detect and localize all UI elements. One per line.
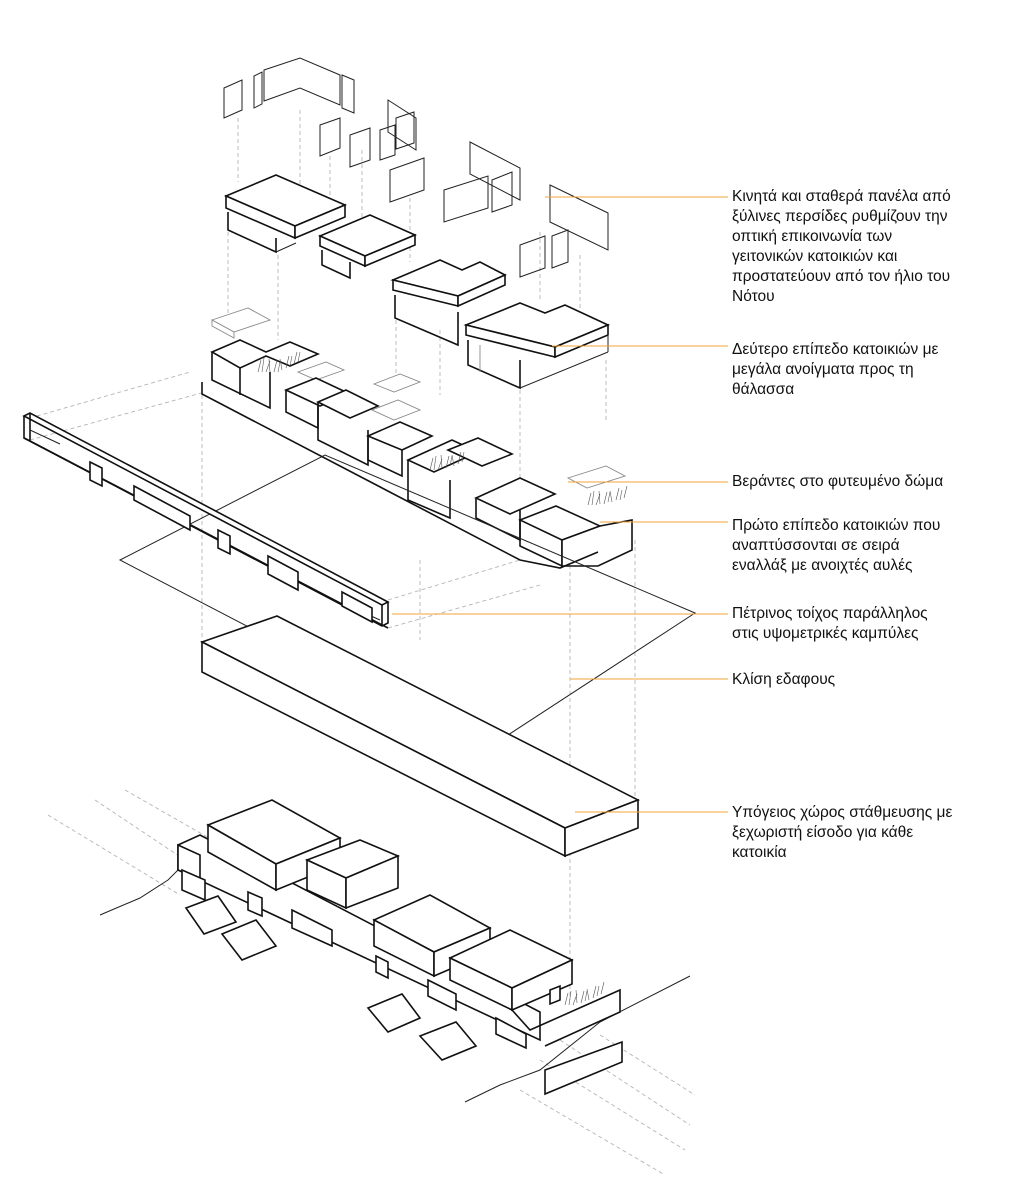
assembled-view [99,799,691,1103]
annotation-stone-wall: Πέτρινος τοίχος παράλληλος στις υψομετρι… [732,605,928,642]
annotation-panels: Κινητά και σταθερά πανέλα από ξύλινες πε… [732,188,951,305]
louvre-panels [223,57,609,278]
roof-veranda-canopies [210,307,627,489]
annotation-first-level: Πρώτο επίπεδο κατοικιών που αναπτύσσοντα… [732,517,941,574]
annotation-ground-slope: Κλίση εδαφους [732,671,836,688]
stone-wall [22,412,390,629]
annotation-verandas: Βεράντες στο φυτευμένο δώμα [732,473,944,490]
projection-lines [29,110,696,1176]
underground-parking [199,615,640,858]
leader-lines [392,196,728,813]
first-level-units [201,339,633,569]
second-level-units [223,174,610,390]
annotation-second-level: Δεύτερο επίπεδο κατοικιών με μεγάλα ανοί… [732,341,939,398]
annotation-parking: Υπόγειος χώρος στάθμευσης με ξεχωριστή ε… [732,804,953,861]
